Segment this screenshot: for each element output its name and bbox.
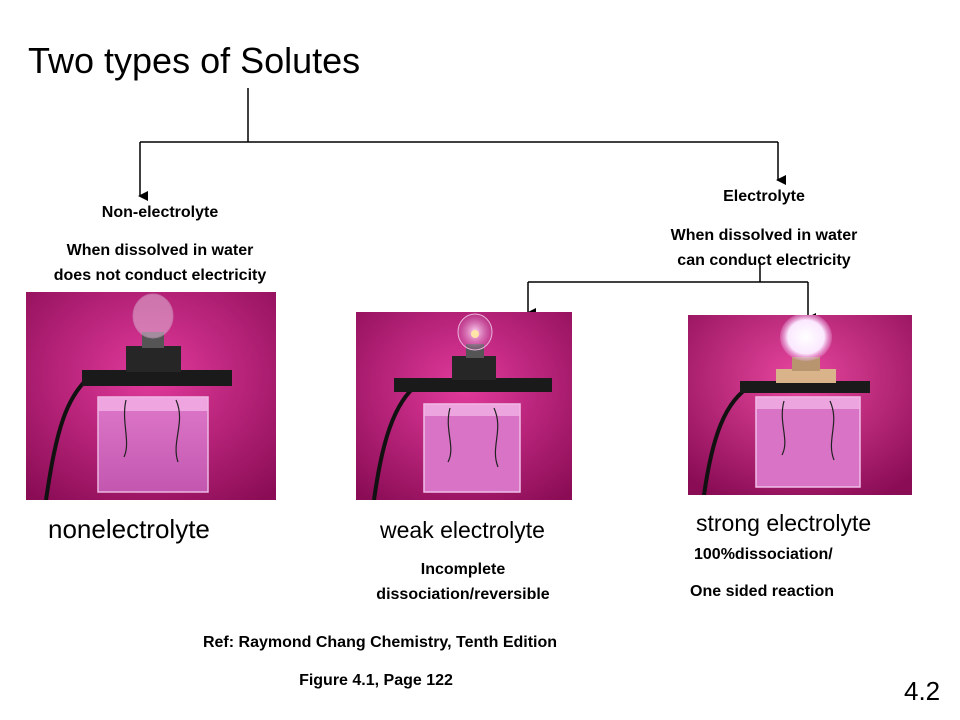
nonelectrolyte-photo	[26, 292, 276, 500]
electrolyte-desc-2: can conduct electricity	[677, 252, 851, 269]
nonelectrolyte-label: nonelectrolyte	[48, 514, 210, 544]
non-electrolyte-desc-1: When dissolved in water	[66, 242, 254, 259]
reference-line-1: Ref: Raymond Chang Chemistry, Tenth Edit…	[202, 634, 558, 651]
non-electrolyte-heading: Non-electrolyte	[101, 204, 219, 221]
weak-electrolyte-label: weak electrolyte	[380, 517, 545, 543]
slide-number: 4.2	[904, 676, 941, 706]
weak-electrolyte-desc-2: dissociation/reversible	[376, 586, 550, 603]
strong-electrolyte-desc-2: One sided reaction	[690, 583, 835, 600]
weak-electrolyte-photo	[356, 312, 572, 500]
non-electrolyte-desc-2: does not conduct electricity	[53, 267, 267, 284]
electrolyte-desc-1: When dissolved in water	[670, 227, 858, 244]
strong-electrolyte-photo	[688, 315, 912, 495]
weak-electrolyte-desc-1: Incomplete	[420, 561, 506, 578]
reference-line-2: Figure 4.1, Page 122	[299, 672, 453, 689]
strong-electrolyte-label: strong electrolyte	[696, 510, 872, 536]
electrolyte-heading: Electrolyte	[723, 188, 805, 205]
strong-electrolyte-desc-1: 100%dissociation/	[694, 546, 833, 563]
slide-title: Two types of Solutes	[28, 40, 361, 81]
